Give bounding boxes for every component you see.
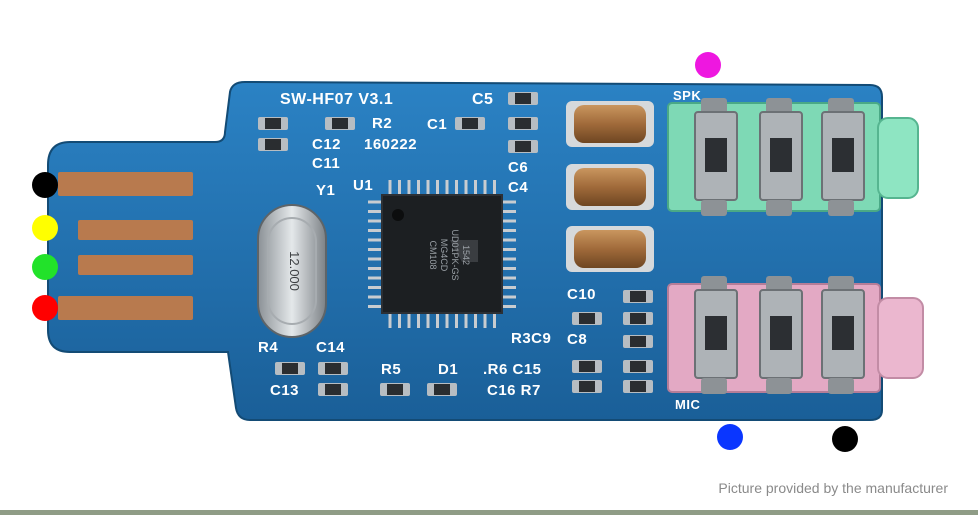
marker-dot-blue xyxy=(717,424,743,450)
label-r2: R2 xyxy=(372,115,393,132)
capacitor-2 xyxy=(566,164,654,210)
jack-clip xyxy=(821,98,865,216)
smd-part xyxy=(572,312,602,325)
chip-marking-line: 1542 xyxy=(461,245,471,265)
label-date-code: 160222 xyxy=(364,136,418,153)
smd-part xyxy=(380,383,410,396)
board-model-label: SW-HF07 V3.1 xyxy=(280,91,394,108)
label-r6c15: .R6 C15 xyxy=(483,361,542,378)
smd-part xyxy=(508,92,538,105)
crystal-marking: 12.000 xyxy=(287,251,302,291)
smd-part xyxy=(572,360,602,373)
smd-part xyxy=(623,312,653,325)
jack-clip xyxy=(759,276,803,394)
label-c13: C13 xyxy=(270,382,300,399)
marker-dot-green xyxy=(32,254,58,280)
smd-part xyxy=(325,117,355,130)
marker-dot-red xyxy=(32,295,58,321)
mic-jack xyxy=(667,276,924,394)
jack-clip xyxy=(759,98,803,216)
smd-part xyxy=(318,383,348,396)
chip-marking-line: CM108 xyxy=(428,240,438,269)
label-mic: MIC xyxy=(675,397,701,412)
usb-contacts xyxy=(58,172,193,320)
label-c1: C1 xyxy=(427,116,448,133)
usb-contact-3 xyxy=(78,255,193,275)
jack-clip xyxy=(694,276,738,394)
smd-part xyxy=(508,117,538,130)
label-c14: C14 xyxy=(316,339,346,356)
label-c16r7: C16 R7 xyxy=(487,382,541,399)
speaker-jack xyxy=(667,98,919,216)
usb-contact-4 xyxy=(58,296,193,320)
smd-part xyxy=(623,380,653,393)
jack-clip xyxy=(694,98,738,216)
bottom-border xyxy=(0,510,978,515)
smd-part xyxy=(623,290,653,303)
label-c8: C8 xyxy=(567,331,588,348)
smd-part xyxy=(508,140,538,153)
label-c10: C10 xyxy=(567,286,597,303)
smd-part xyxy=(318,362,348,375)
label-c12: C12 xyxy=(312,136,342,153)
label-spk: SPK xyxy=(673,88,702,103)
smd-part xyxy=(427,383,457,396)
label-c6: C6 xyxy=(508,159,529,176)
label-c11: C11 xyxy=(312,155,341,172)
usb-contact-1 xyxy=(58,172,193,196)
smd-components xyxy=(258,92,653,396)
marker-dot-yellow xyxy=(32,215,58,241)
label-r4: R4 xyxy=(258,339,279,356)
marker-dot-black-jack xyxy=(832,426,858,452)
marker-dot-black-usb xyxy=(32,172,58,198)
label-r5: R5 xyxy=(381,361,402,378)
label-y1: Y1 xyxy=(316,182,336,199)
smd-part xyxy=(623,360,653,373)
smd-part xyxy=(455,117,485,130)
capacitor-3 xyxy=(566,226,654,272)
label-c5: C5 xyxy=(472,91,494,108)
smd-part xyxy=(275,362,305,375)
smd-part xyxy=(258,117,288,130)
smd-part xyxy=(258,138,288,151)
smd-part xyxy=(623,335,653,348)
label-d1: D1 xyxy=(438,361,459,378)
label-r3c9: R3C9 xyxy=(511,330,552,347)
image-caption: Picture provided by the manufacturer xyxy=(718,480,948,496)
chip-logo xyxy=(450,240,478,262)
usb-contact-2 xyxy=(78,220,193,240)
chip-marking-line: UD01PK-GS xyxy=(450,229,460,280)
smd-part xyxy=(572,380,602,393)
marker-dot-magenta xyxy=(695,52,721,78)
jack-clip xyxy=(821,276,865,394)
label-u1: U1 xyxy=(353,177,374,194)
crystal-oscillator: 12.000 xyxy=(257,204,327,338)
capacitor-1 xyxy=(566,101,654,147)
electrolytic-capacitors xyxy=(566,101,654,272)
label-c4: C4 xyxy=(508,179,529,196)
chip-marking-line: MG4CD xyxy=(439,239,449,272)
